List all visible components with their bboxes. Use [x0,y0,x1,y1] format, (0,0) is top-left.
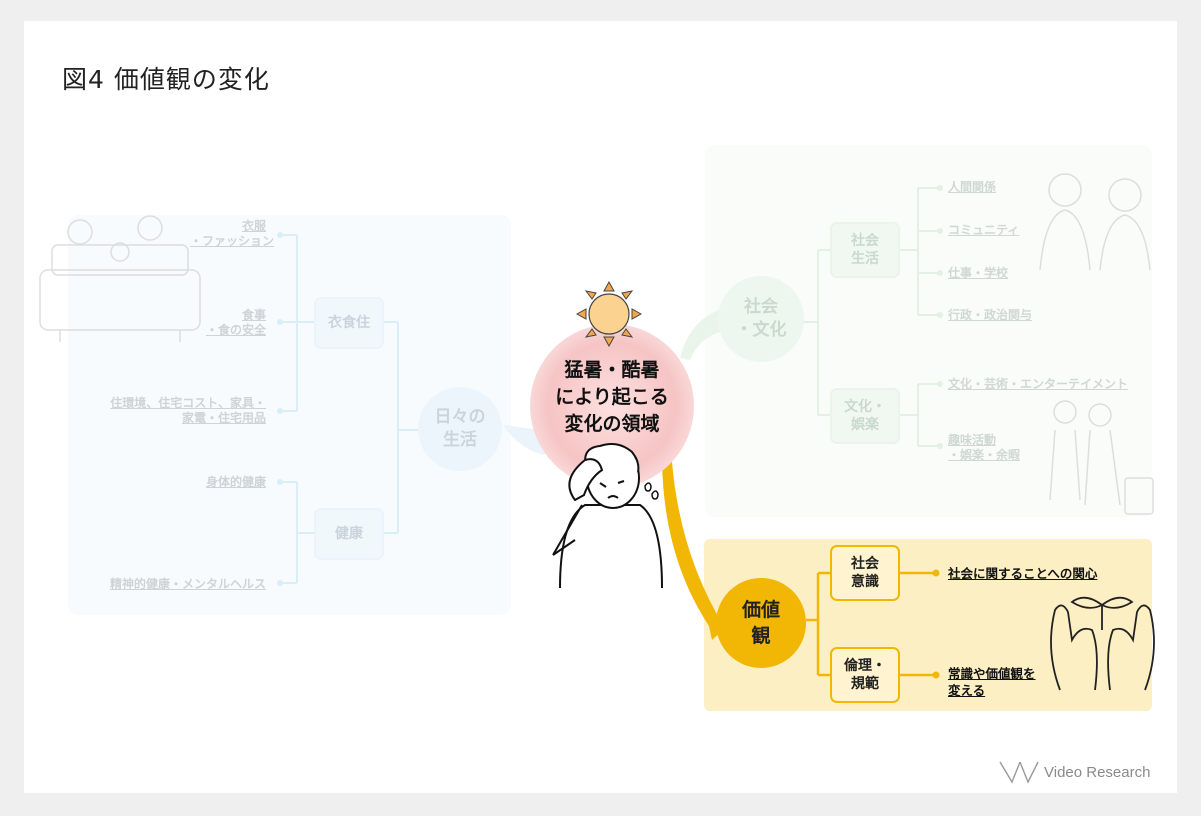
category-social-life: 社会生活 [830,222,900,278]
values-hub: 価値観 [716,578,806,668]
leaf-relations: 人間関係 [948,180,997,194]
leaf-social-interest: 社会に関することへの関心 [948,566,1098,581]
daily-life-panel [68,215,511,615]
sun-icon [575,280,643,348]
category-ethics-norms: 倫理・規範 [830,647,900,703]
category-culture-entertainment: 文化・娯楽 [830,388,900,444]
center-to-values-flow [662,462,725,636]
category-food-clothing-housing: 衣食住 [314,297,384,349]
society-culture-hub: 社会・文化 [718,276,804,362]
hands-sprout-illustration [1050,596,1155,691]
sweat-drops-icon [644,482,659,500]
people-illustration [1039,173,1154,515]
video-research-logo-text: Video Research [1044,764,1151,781]
category-health: 健康 [314,508,384,560]
society-culture-panel [705,145,1152,517]
leaf-change-values: 常識や価値観を 変える [948,666,1036,698]
daily-life-hub: 日々の生活 [418,387,502,471]
leaf-arts: 文化・芸術・エンターテイメント [948,377,1129,391]
leaf-work-school: 仕事・学校 [948,266,1009,280]
leaf-hobby: 趣味活動 ・娯楽・余暇 [948,433,1021,462]
family-illustration [39,215,201,342]
leaf-politics: 行政・政治関与 [948,308,1033,322]
leaf-community: コミュニティ [948,223,1020,237]
center-label: 猛暑・酷暑 により起こる 変化の領域 [555,359,669,435]
leaf-physical-health: 身体的健康 [205,475,266,489]
leaf-housing: 住環境、住宅コスト、家具・ 家電・住宅用品 [110,396,266,425]
category-social-awareness: 社会意識 [830,545,900,601]
leaf-clothing: 衣服 ・ファッション [190,219,275,248]
page-title: 図4 価値観の変化 [62,65,270,94]
sweating-person-illustration [552,443,663,589]
leaf-mental-health: 精神的健康・メンタルヘルス [109,577,266,591]
leaf-food: 食事 ・食の安全 [205,308,266,337]
